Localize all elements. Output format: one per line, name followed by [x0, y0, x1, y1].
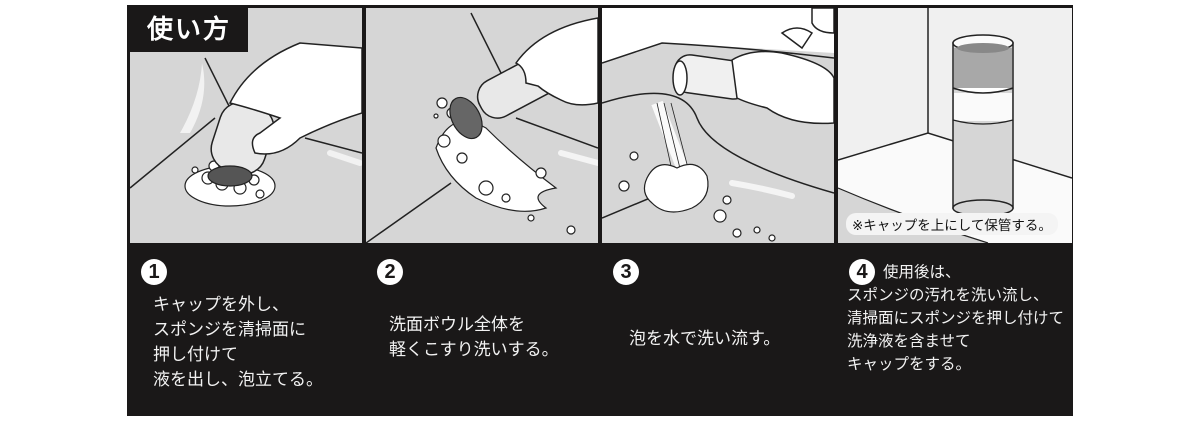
step-4-line-2: スポンジの汚れを洗い流し、	[847, 286, 1049, 304]
step-2-illustration	[366, 8, 598, 243]
step-3-caption: 3 泡を水で洗い流す。	[599, 243, 835, 416]
step-3-illustration	[602, 8, 834, 243]
step-panel-1: 使い方 1 キャップを外し、 スポンジを清掃面に 押し付けて 液を出し、泡立てる…	[127, 5, 363, 416]
step-1-line-2: スポンジを清掃面に	[153, 320, 306, 340]
usage-title-badge: 使い方	[130, 8, 248, 52]
step-number-badge: 4	[849, 259, 875, 285]
step-4-text-first: 使用後は、	[883, 261, 961, 284]
step-panel-4: ※キャップを上にして保管する。 4 使用後は、 スポンジの汚れを洗い流し、 清掃…	[835, 5, 1073, 416]
rinse-illustration	[602, 8, 834, 243]
step-4-line-1: 使用後は、	[883, 263, 961, 281]
step-4-line-5: キャップをする。	[847, 355, 972, 373]
step-number-badge: 2	[377, 259, 403, 285]
sponge-scrub-illustration	[366, 8, 598, 243]
step-2-caption: 2 洗面ボウル全体を 軽くこすり洗いする。	[363, 243, 599, 416]
step-panel-2: 2 洗面ボウル全体を 軽くこすり洗いする。	[363, 5, 599, 416]
step-number-badge: 1	[141, 259, 167, 285]
step-1-illustration: 使い方	[130, 8, 362, 243]
step-4-line-3: 清掃面にスポンジを押し付けて	[847, 309, 1065, 327]
step-3-text: 泡を水で洗い流す。	[629, 327, 780, 352]
step-2-line-1: 洗面ボウル全体を	[389, 315, 525, 335]
step-4-caption: 4 使用後は、 スポンジの汚れを洗い流し、 清掃面にスポンジを押し付けて 洗浄液…	[835, 243, 1073, 416]
step-2-text: 洗面ボウル全体を 軽くこすり洗いする。	[389, 313, 559, 363]
storage-illustration	[838, 8, 1072, 243]
step-1-line-3: 押し付けて	[153, 345, 238, 365]
usage-instructions-frame: 使い方 1 キャップを外し、 スポンジを清掃面に 押し付けて 液を出し、泡立てる…	[127, 5, 1073, 416]
step-4-illustration: ※キャップを上にして保管する。	[838, 8, 1072, 243]
step-1-line-4: 液を出し、泡立てる。	[153, 370, 323, 390]
step-3-line-1: 泡を水で洗い流す。	[629, 329, 781, 349]
step-2-line-2: 軽くこすり洗いする。	[389, 340, 559, 360]
step-1-text: キャップを外し、 スポンジを清掃面に 押し付けて 液を出し、泡立てる。	[153, 293, 323, 393]
storage-note: ※キャップを上にして保管する。	[846, 213, 1058, 235]
step-1-caption: 1 キャップを外し、 スポンジを清掃面に 押し付けて 液を出し、泡立てる。	[127, 243, 363, 416]
step-panel-3: 3 泡を水で洗い流す。	[599, 5, 835, 416]
step-1-line-1: キャップを外し、	[153, 295, 289, 315]
step-number-badge: 3	[613, 259, 639, 285]
step-4-line-4: 洗浄液を含ませて	[847, 332, 971, 350]
step-4-text: スポンジの汚れを洗い流し、 清掃面にスポンジを押し付けて 洗浄液を含ませて キャ…	[847, 284, 1064, 376]
